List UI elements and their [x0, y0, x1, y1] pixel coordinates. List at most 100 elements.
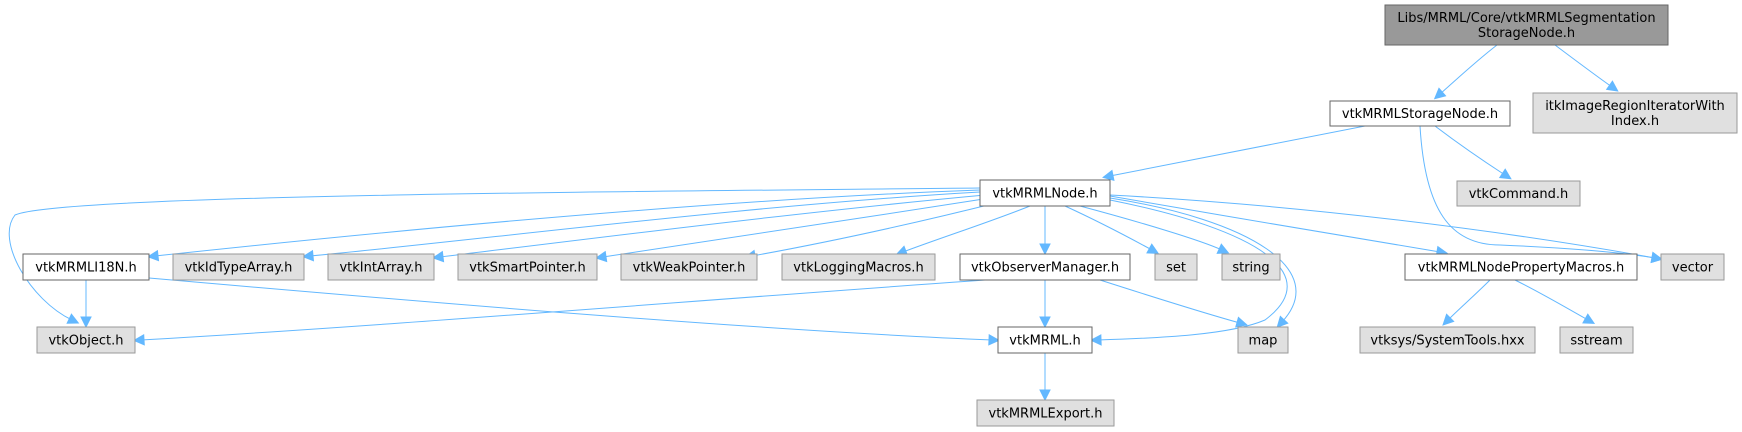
node-intarray: vtkIntArray.h: [327, 253, 435, 281]
node-label: vtkMRMLNodePropertyMacros.h: [1418, 261, 1624, 276]
node-label: vtkObserverManager.h: [971, 261, 1119, 276]
edge-storagenode-to-vtkcommand: [1434, 125, 1512, 180]
node-vector: vector: [1660, 253, 1725, 281]
edge-mrmlnode-to-idtypearray: [301, 191, 981, 262]
edge-mrmlnode-to-intarray: [431, 194, 986, 263]
edge-mrmlnode-to-smartpointer: [594, 197, 991, 263]
arrowhead-icon: [1276, 315, 1289, 328]
node-label: vtkObject.h: [48, 334, 123, 349]
node-box: [457, 253, 598, 281]
arrowhead-icon: [1039, 389, 1051, 402]
edge-line: [902, 205, 1031, 253]
edge-line: [1434, 125, 1506, 176]
node-vtkcommand: vtkCommand.h: [1456, 180, 1581, 207]
node-box: [1359, 326, 1536, 354]
edge-mrmlnode-to-map: [1109, 197, 1297, 328]
node-string: string: [1221, 253, 1281, 281]
node-label: sstream: [1570, 334, 1622, 349]
node-root[interactable]: Libs/MRML/Core/vtkMRMLSegmentationStorag…: [1384, 4, 1669, 46]
arrowhead-icon: [1039, 316, 1051, 329]
arrowhead-icon: [1146, 243, 1160, 254]
node-storagenode[interactable]: vtkMRMLStorageNode.h: [1329, 100, 1511, 127]
edge-line: [154, 189, 981, 257]
node-label: Index.h: [1611, 114, 1659, 129]
edge-line: [1439, 44, 1498, 95]
node-label: vtkSmartPointer.h: [469, 261, 585, 276]
node-label: vtkMRMLStorageNode.h: [1342, 107, 1498, 122]
arrowhead-icon: [132, 333, 145, 346]
node-box: [1221, 253, 1281, 281]
edge-line: [1109, 195, 1441, 253]
node-vtkobject: vtkObject.h: [36, 326, 136, 354]
node-mrmlexport: vtkMRMLExport.h: [976, 399, 1115, 427]
node-propertymacros[interactable]: vtkMRMLNodePropertyMacros.h: [1404, 253, 1638, 281]
edge-line: [439, 194, 986, 258]
node-box: [1154, 253, 1198, 281]
node-sstream: sstream: [1559, 326, 1634, 354]
node-box: [1660, 253, 1725, 281]
node-label: vtkMRML.h: [1009, 334, 1080, 349]
edge-root-to-storagenode: [1433, 44, 1498, 100]
node-label: vtkLoggingMacros.h: [793, 261, 923, 276]
node-box: [327, 253, 435, 281]
arrowhead-icon: [301, 249, 315, 262]
nodes-layer: Libs/MRML/Core/vtkMRMLSegmentationStorag…: [22, 4, 1738, 427]
edge-mrmlnode-to-string: [1079, 205, 1230, 254]
edge-line: [1419, 125, 1656, 259]
edge-mrmlnode-to-i18n: [146, 189, 981, 262]
edge-line: [1109, 197, 1297, 323]
node-box: [1329, 100, 1511, 127]
edge-mrmlnode-to-loggingmacros: [895, 205, 1031, 257]
arrowhead-icon: [988, 334, 1001, 346]
node-box: [781, 253, 936, 281]
node-observermanager[interactable]: vtkObserverManager.h: [959, 253, 1131, 281]
arrowhead-icon: [1216, 243, 1230, 254]
edge-mrmlnode-to-vtkobject: [8, 187, 981, 324]
arrowhead-icon: [1235, 316, 1248, 328]
edge-mrmlnode-to-observermanager: [1039, 206, 1051, 256]
arrowhead-icon: [1039, 243, 1051, 256]
arrowhead-icon: [594, 250, 608, 263]
arrowhead-icon: [66, 313, 80, 324]
edge-line: [1099, 279, 1241, 324]
arrowhead-icon: [1582, 313, 1596, 324]
edge-propertymacros-to-sstream: [1514, 279, 1596, 324]
node-box: [1404, 253, 1638, 281]
node-box: [620, 253, 758, 281]
node-label: string: [1232, 261, 1269, 276]
node-label: vtkMRMLExport.h: [989, 407, 1103, 422]
node-i18n[interactable]: vtkMRMLI18N.h: [22, 253, 150, 281]
edge-observermanager-to-vtkmrml: [1039, 280, 1051, 329]
arrowhead-icon: [1605, 80, 1619, 92]
edge-line: [751, 201, 1001, 257]
arrowhead-icon: [1102, 169, 1115, 182]
edge-mrmlnode-to-propertymacros: [1109, 195, 1449, 258]
node-label: vtksys/SystemTools.hxx: [1370, 334, 1525, 349]
node-label: vtkCommand.h: [1469, 187, 1569, 202]
edge-i18n-to-vtkobject: [80, 280, 92, 329]
node-vtkmrml[interactable]: vtkMRML.h: [997, 326, 1093, 354]
edge-mrmlnode-to-vtkmrml: [1089, 199, 1288, 346]
node-label: vtkIdTypeArray.h: [185, 261, 293, 276]
node-mrmlnode[interactable]: vtkMRMLNode.h: [979, 179, 1111, 207]
arrowhead-icon: [1442, 313, 1455, 326]
node-box: [1384, 4, 1669, 46]
node-box: [997, 326, 1093, 354]
node-map: map: [1237, 326, 1289, 354]
node-label: itkImageRegionIteratorWith: [1545, 99, 1725, 114]
edge-storagenode-to-mrmlnode: [1102, 125, 1366, 182]
node-label: Libs/MRML/Core/vtkMRMLSegmentation: [1397, 11, 1655, 26]
arrowhead-icon: [1089, 334, 1102, 346]
node-box: [976, 399, 1115, 427]
edge-i18n-to-vtkmrml: [148, 277, 1001, 346]
arrowhead-icon: [146, 249, 160, 262]
edge-observermanager-to-map: [1099, 279, 1248, 328]
node-box: [22, 253, 150, 281]
node-box: [1559, 326, 1634, 354]
edge-root-to-itkiter: [1554, 44, 1619, 92]
node-label: StorageNode.h: [1478, 26, 1575, 41]
node-box: [1237, 326, 1289, 354]
edge-line: [1079, 205, 1223, 251]
edge-observermanager-to-vtkobject: [132, 279, 986, 346]
